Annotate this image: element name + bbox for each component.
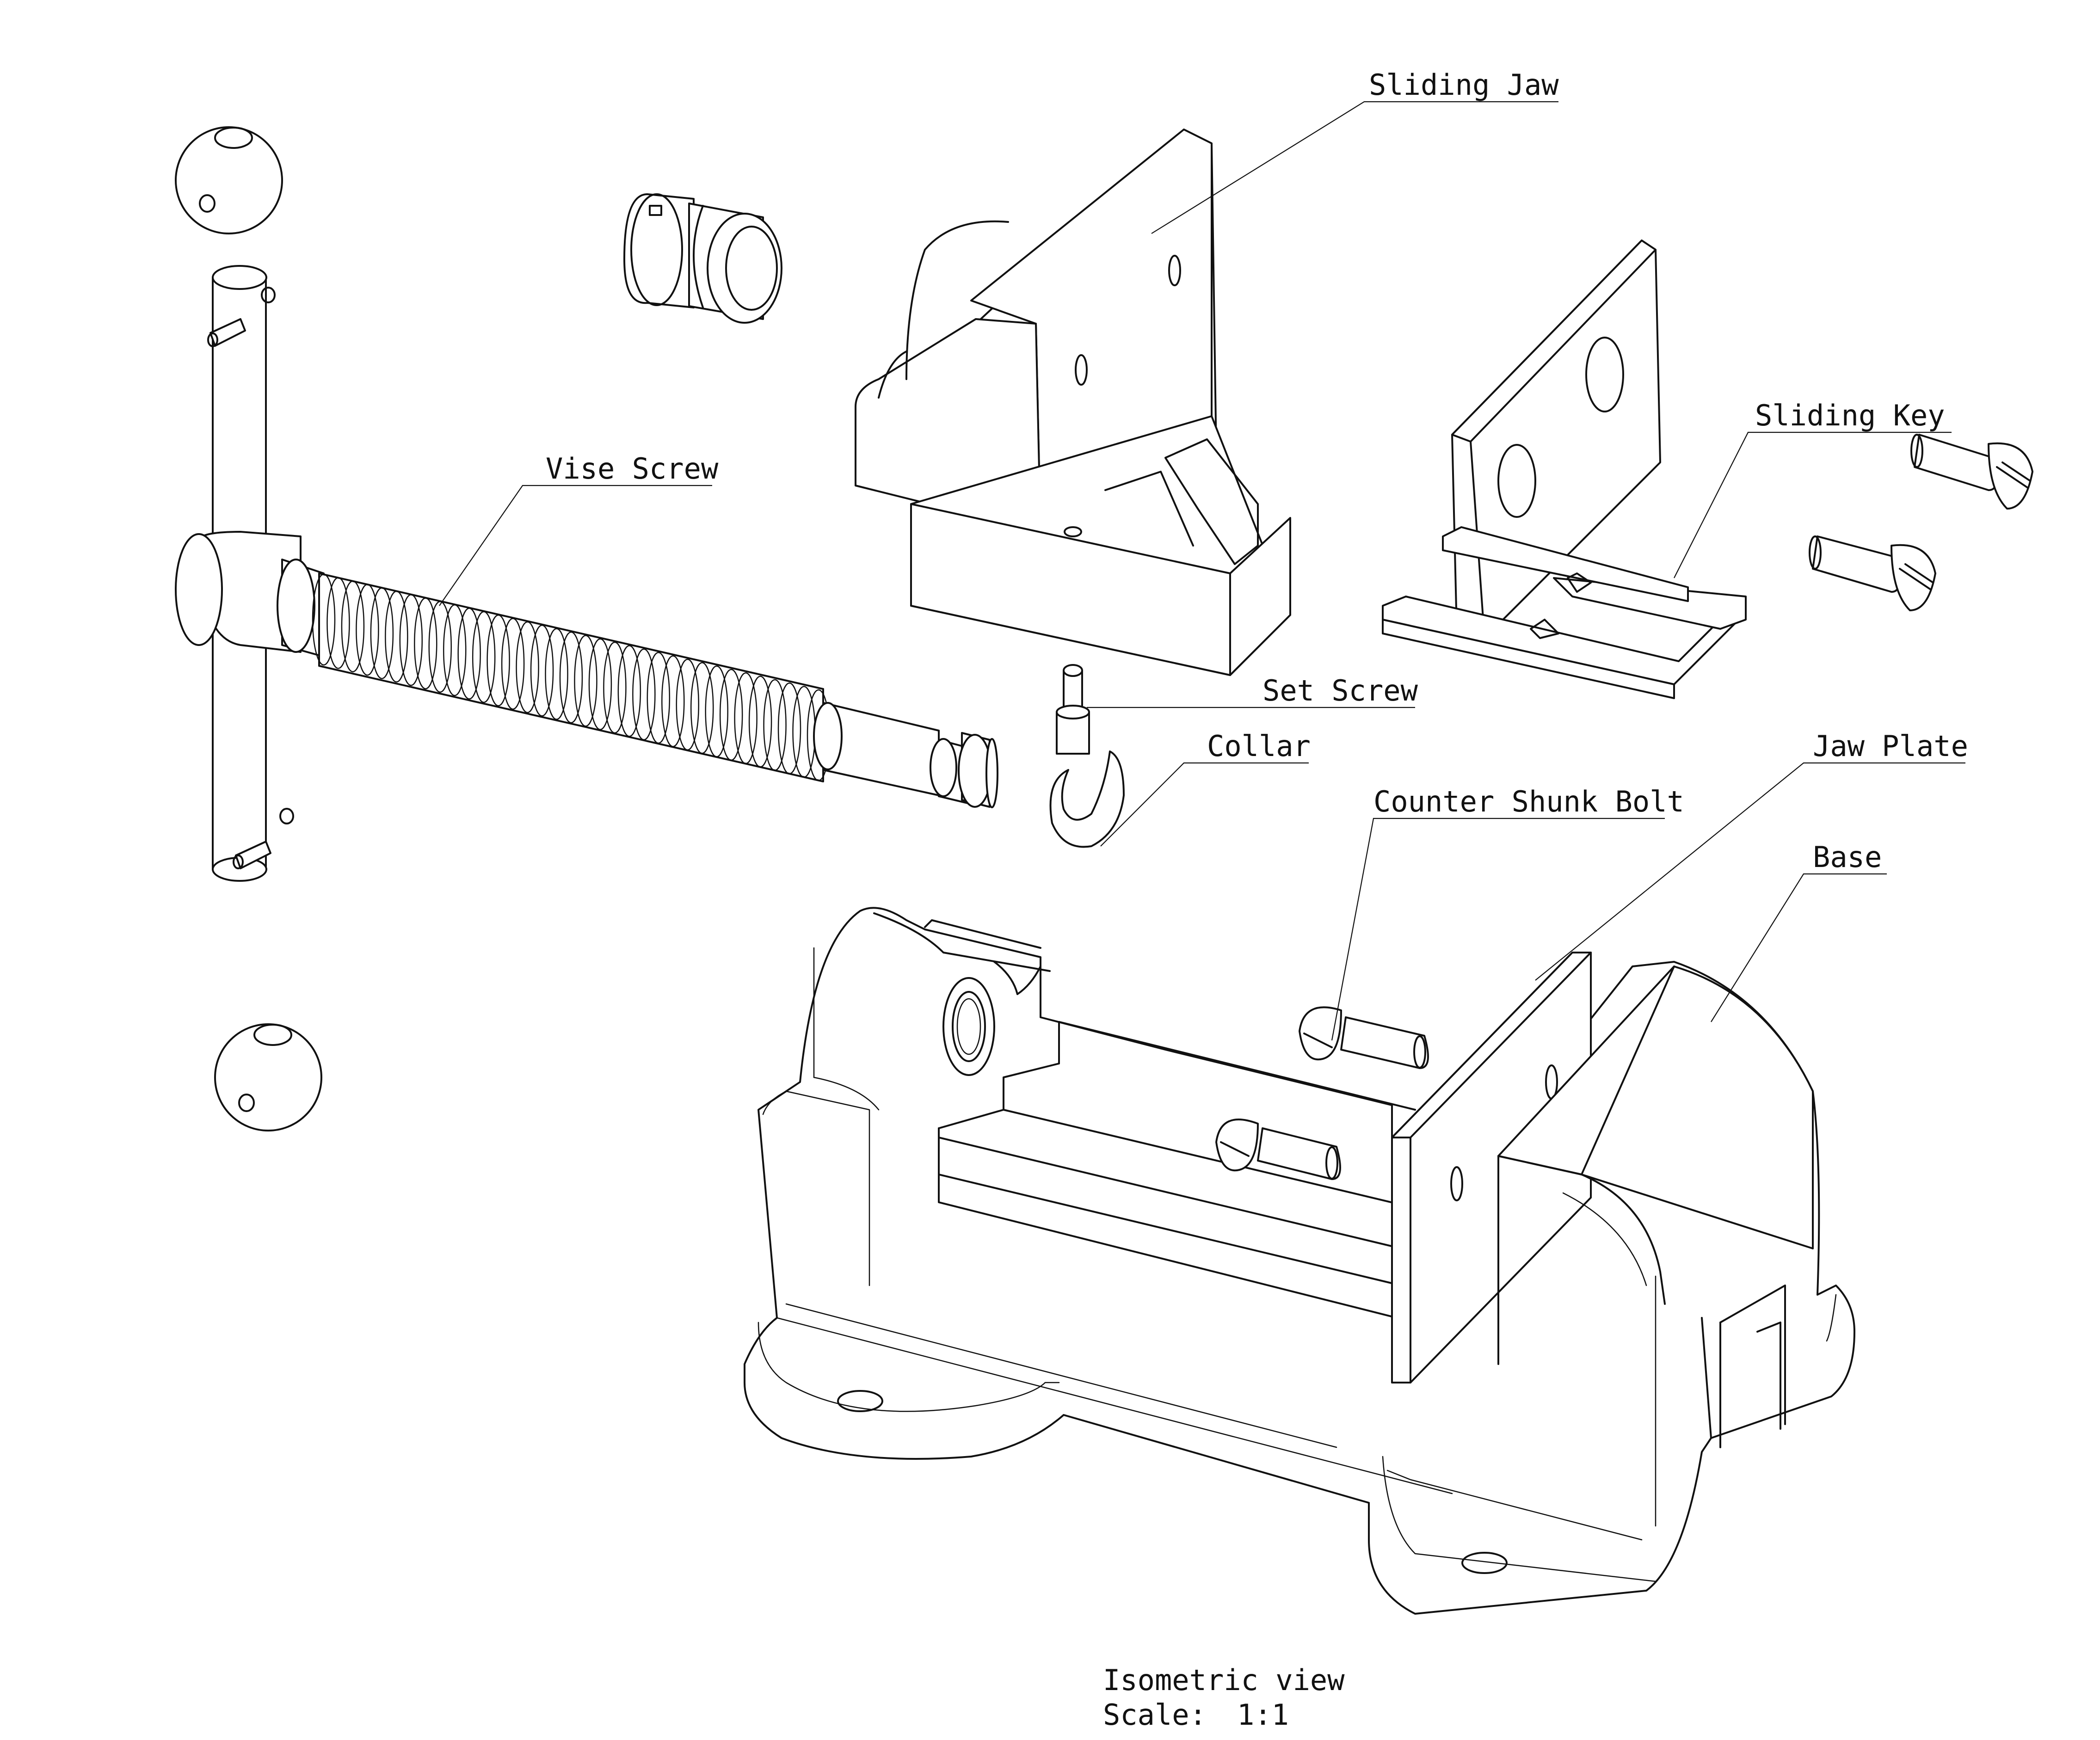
label-collar: Collar [1207, 729, 1311, 763]
thread-ring [399, 594, 423, 686]
label-sliding-jaw: Sliding Jaw [1369, 68, 1559, 102]
vise-base [744, 907, 1855, 1615]
thread-ring [661, 655, 685, 747]
countersunk-screw-upper-1 [1910, 434, 2033, 510]
collar [1049, 750, 1125, 848]
thread-ring [777, 682, 801, 775]
thread-ring [326, 577, 350, 669]
thread-ring [617, 645, 641, 737]
thread-ring [428, 601, 452, 693]
leader-lines [439, 101, 1965, 1041]
thread-ring [559, 631, 583, 724]
thread-ring [734, 672, 757, 764]
label-counter-shunk-bolt: Counter Shunk Bolt [1373, 785, 1684, 818]
thread-ring [472, 611, 496, 703]
thread-ring [574, 635, 597, 727]
thread-ring [516, 621, 539, 713]
drawing-caption: Isometric view Scale: 1:1 [1103, 1663, 1345, 1732]
countersunk-bolt [1299, 1006, 1429, 1069]
thread-ring [341, 580, 365, 672]
thread-ring [647, 652, 671, 744]
set-screw [1056, 664, 1090, 755]
label-base: Base [1813, 840, 1882, 874]
thread-ring [690, 662, 714, 754]
view-name: Isometric view [1103, 1663, 1345, 1697]
scale-value: 1:1 [1237, 1698, 1289, 1732]
label-set-screw: Set Screw [1262, 674, 1418, 707]
thread-ring [487, 614, 510, 707]
label-vise-screw: Vise Screw [546, 452, 719, 486]
thread-ring [414, 597, 437, 689]
thread-ring [719, 669, 743, 761]
thread-ring [501, 618, 525, 710]
thread-ring [748, 676, 772, 768]
handle-ball-bottom [214, 1023, 322, 1131]
thread-ring [385, 590, 408, 683]
thread-ring [632, 648, 656, 741]
screw-threads [312, 573, 831, 781]
label-sliding-key: Sliding Key [1755, 399, 1945, 432]
sliding-key [1382, 526, 1747, 699]
bushing [623, 193, 782, 324]
thread-ring [705, 665, 728, 757]
label-jaw-plate: Jaw Plate [1813, 729, 1968, 763]
thread-ring [530, 625, 554, 717]
thread-ring [312, 573, 336, 666]
thread-ring [676, 658, 700, 751]
thread-ring [545, 628, 568, 720]
handle-ball-top [175, 126, 283, 234]
vise-screw [175, 531, 998, 808]
thread-ring [370, 587, 394, 679]
thread-ring [356, 584, 379, 676]
countersunk-screw-upper-2 [1809, 535, 1936, 611]
thread-ring [763, 679, 787, 771]
thread-ring [457, 608, 481, 700]
scale-label: Scale: [1103, 1698, 1207, 1732]
thread-ring [588, 638, 612, 730]
part-labels: Sliding Jaw Vise Screw Sliding Key Set S… [546, 68, 1968, 874]
sliding-jaw [855, 129, 1291, 676]
thread-ring [443, 604, 467, 696]
thread-ring [603, 641, 627, 734]
